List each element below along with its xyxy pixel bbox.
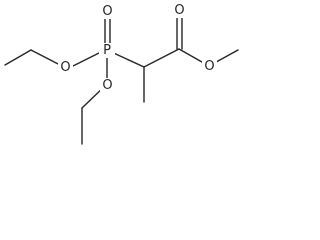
ester-oxygen-upper-mask xyxy=(58,60,73,75)
phosphorus-label: P xyxy=(103,43,111,58)
methoxy-oxygen-label: O xyxy=(204,59,214,74)
phosphoryl-oxygen-mask xyxy=(100,4,115,19)
bond-layer xyxy=(4,12,239,145)
phosphorus-mask xyxy=(99,43,115,58)
carbonyl-oxygen-mask xyxy=(172,3,187,18)
ester-oxygen-lower-mask xyxy=(100,78,115,93)
phosphoryl-oxygen-label: O xyxy=(102,4,112,19)
ethyl-upper-ch2-o-bond xyxy=(30,49,63,67)
methoxy-oxygen-mask xyxy=(202,59,217,74)
carbonyl-oxygen-label: O xyxy=(174,3,184,18)
ester-oxygen-lower-label: O xyxy=(102,78,112,93)
atom-layer: O P O O O O xyxy=(58,3,217,93)
ester-oxygen-upper-label: O xyxy=(60,60,70,75)
ethyl-upper-ch3-ch2-bond xyxy=(4,49,32,66)
chemical-structure: O P O O O O xyxy=(4,3,239,145)
ch-carbonyl-bond xyxy=(143,48,180,68)
